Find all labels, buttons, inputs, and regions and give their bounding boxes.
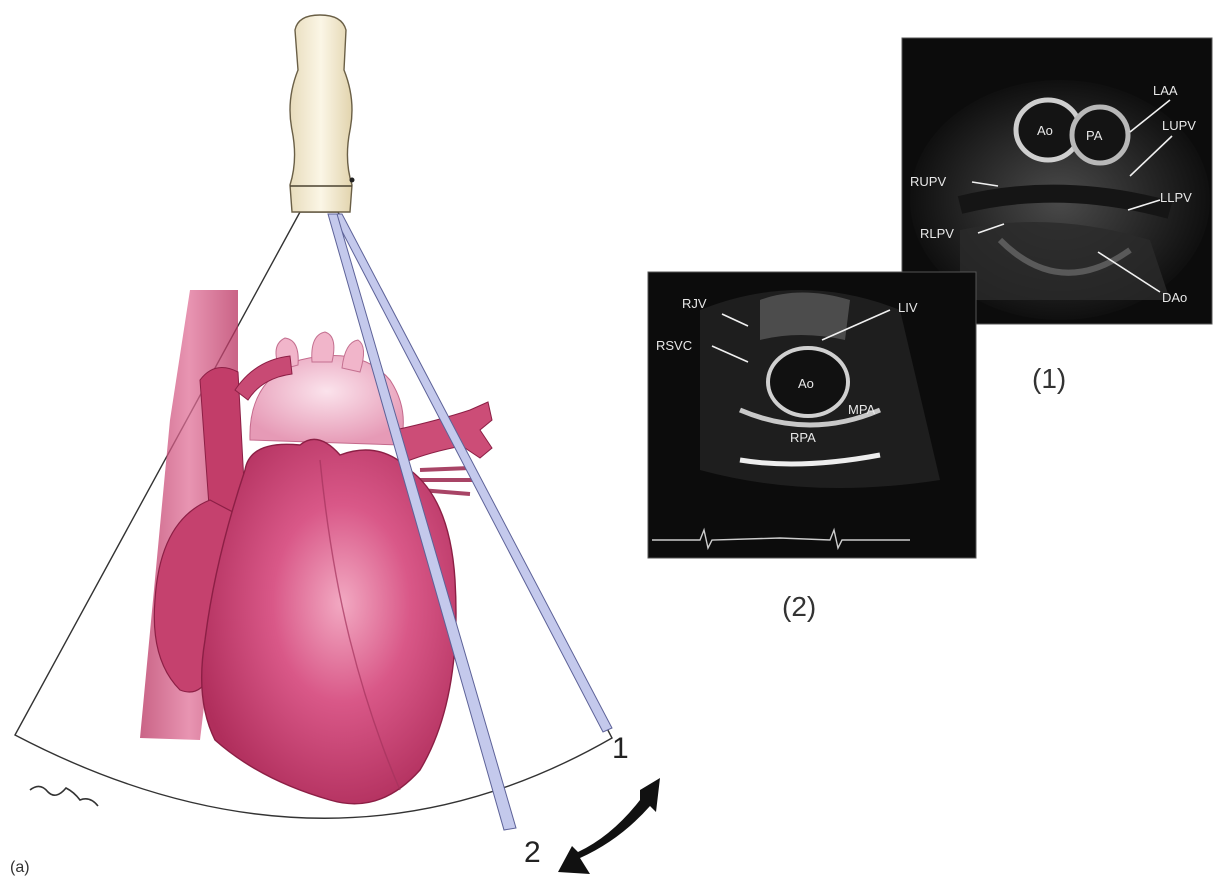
echo1-rlpv: RLPV	[920, 226, 954, 241]
heart-illustration: 1 2 (a)	[10, 15, 660, 876]
echo2-rjv: RJV	[682, 296, 707, 311]
echo1-lupv: LUPV	[1162, 118, 1196, 133]
plane-label-2: 2	[524, 836, 541, 869]
artist-signature	[30, 786, 98, 806]
echo1-pa: PA	[1086, 128, 1103, 143]
echo2-ao: Ao	[798, 376, 814, 391]
view-caption-2: (2)	[782, 591, 816, 622]
tee-probe	[290, 15, 355, 212]
echo1-ao: Ao	[1037, 123, 1053, 138]
echo1-llpv: LLPV	[1160, 190, 1192, 205]
echo1-laa: LAA	[1153, 83, 1178, 98]
panel-label: (a)	[10, 859, 30, 876]
echo1-dao: DAo	[1162, 290, 1187, 305]
echo2-liv: LIV	[898, 300, 918, 315]
echo-view-2: RJV LIV RSVC Ao MPA RPA	[648, 272, 976, 558]
view-caption-1: (1)	[1032, 363, 1066, 394]
echo2-rpa: RPA	[790, 430, 816, 445]
echo2-mpa: MPA	[848, 402, 876, 417]
echo1-rupv: RUPV	[910, 174, 946, 189]
echo2-rsvc: RSVC	[656, 338, 692, 353]
rotation-arrow-icon	[558, 778, 660, 874]
plane-label-1: 1	[612, 732, 629, 765]
